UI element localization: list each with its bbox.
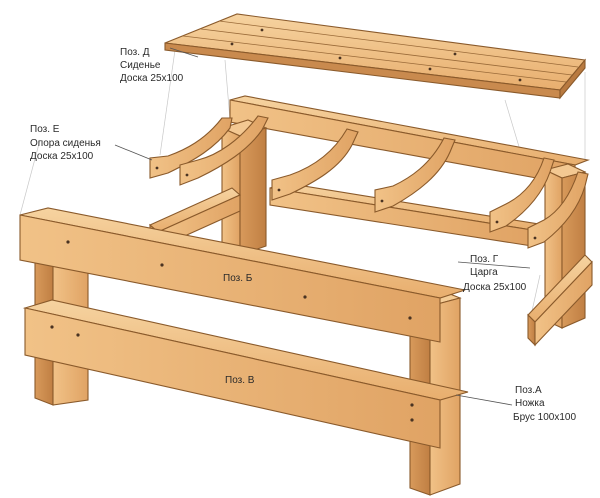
lower-rail — [22, 299, 469, 449]
leader-lines — [114, 47, 531, 406]
seat-support-material: Доска 25х100 — [30, 151, 94, 162]
seat-boards — [164, 13, 587, 100]
upper-rail — [19, 207, 466, 343]
lower-rail-label: Поз. В — [225, 375, 255, 386]
leg-material: Брус 100х100 — [513, 412, 576, 423]
apron-name: Царга — [470, 267, 498, 278]
leg-name: Ножка — [515, 398, 545, 409]
seat-support-pos: Поз. Е — [30, 124, 60, 135]
apron-material: Доска 25х100 — [463, 282, 527, 293]
label-leg: Поз.А Ножка Брус 100х100 — [513, 385, 576, 423]
seat-pos: Поз. Д — [120, 47, 150, 58]
upper-rail-label: Поз. Б — [223, 273, 253, 284]
label-seat-support: Поз. Е Опора сиденья Доска 25х100 — [30, 124, 101, 162]
seat-name: Сиденье — [120, 60, 161, 71]
apron-pos: Поз. Г — [470, 254, 499, 265]
seat-support-2 — [271, 128, 359, 201]
leg-pos: Поз.А — [515, 385, 542, 396]
seat-supports — [149, 115, 589, 249]
seat-material: Доска 25х100 — [120, 73, 184, 84]
seat-support-3 — [374, 137, 456, 213]
label-apron: Поз. Г Царга Доска 25х100 — [463, 254, 527, 293]
label-seat: Поз. Д Сиденье Доска 25х100 — [120, 47, 184, 84]
back-apron — [229, 95, 591, 247]
seat-support-name: Опора сиденья — [30, 138, 101, 149]
seat-support-4 — [489, 157, 589, 249]
seat-support-1 — [149, 115, 269, 186]
side-apron-right — [527, 254, 593, 347]
assembly-guide-lines — [19, 49, 586, 321]
